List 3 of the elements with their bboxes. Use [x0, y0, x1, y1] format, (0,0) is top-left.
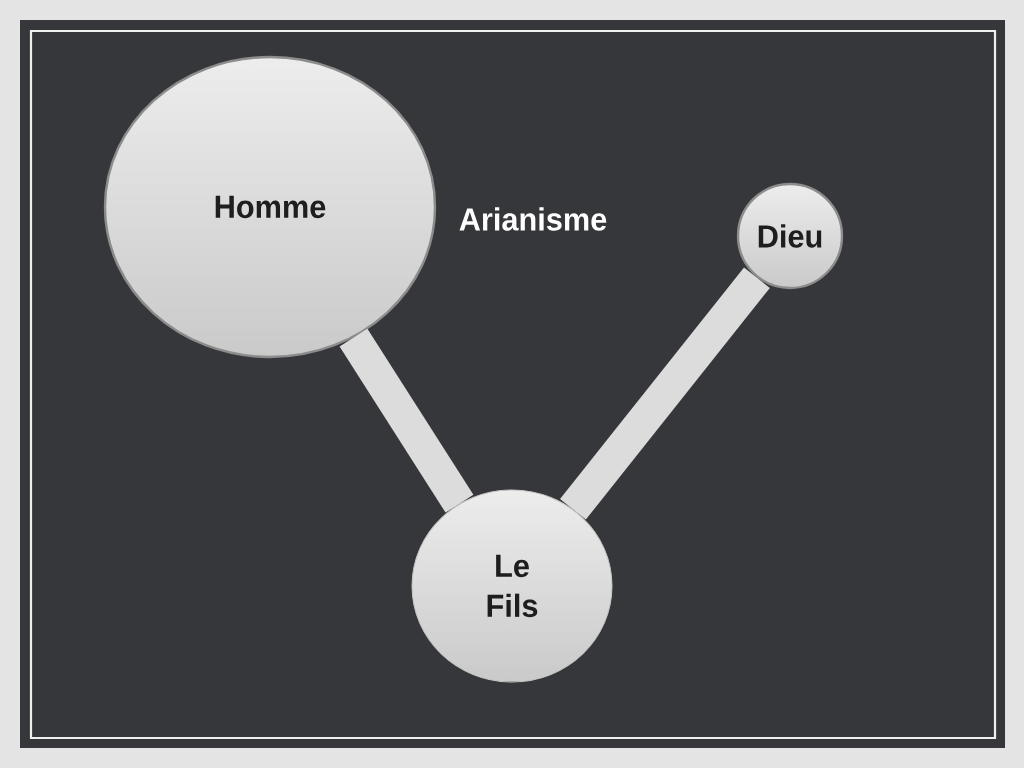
title: Arianisme	[459, 207, 607, 231]
connector-bar	[560, 267, 770, 520]
connector-bar	[339, 328, 474, 513]
